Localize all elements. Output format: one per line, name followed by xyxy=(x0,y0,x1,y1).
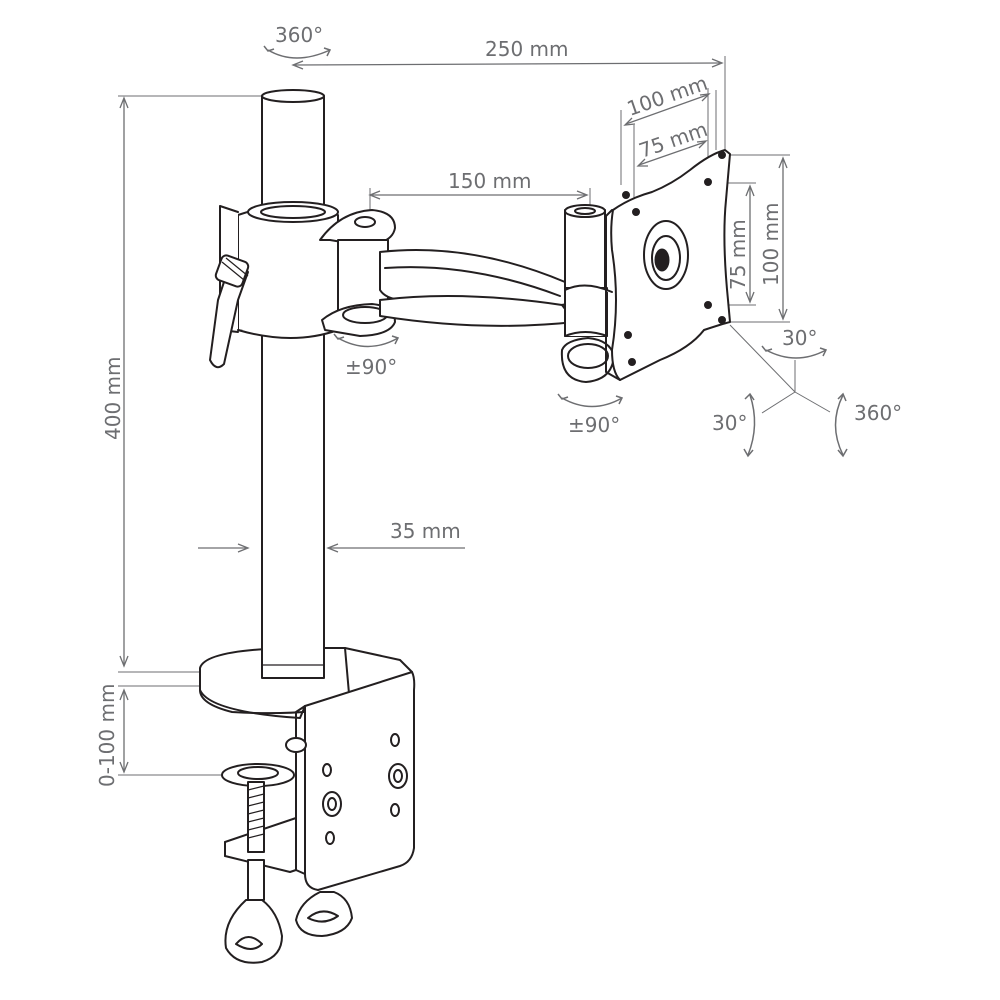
label-vesa-small-horizontal: 75 mm xyxy=(636,117,711,163)
label-head-tilt: 30° xyxy=(712,411,747,435)
label-head-rotate: 360° xyxy=(854,401,902,425)
dimension-labels: 250 mm 400 mm 35 mm 150 mm 0-100 mm 100 … xyxy=(95,37,783,787)
label-pole-height: 400 mm xyxy=(101,357,125,441)
clamp-knob-right[interactable] xyxy=(295,891,353,937)
pole xyxy=(261,89,325,679)
vesa-hole xyxy=(628,358,636,366)
label-arm-reach: 250 mm xyxy=(485,37,569,61)
vesa-hole xyxy=(718,151,726,159)
label-vesa-large-horizontal: 100 mm xyxy=(624,71,711,121)
vesa-hole xyxy=(622,191,630,199)
vesa-hole xyxy=(624,331,632,339)
label-pole-diameter: 35 mm xyxy=(390,519,461,543)
vesa-plate xyxy=(605,149,731,381)
vesa-hole xyxy=(704,178,712,186)
vesa-hole xyxy=(718,316,726,324)
arm-segment xyxy=(379,249,586,327)
clamp-knob-left[interactable] xyxy=(224,899,283,964)
head-joint xyxy=(560,204,615,383)
label-vesa-large-vertical: 100 mm xyxy=(759,203,783,287)
label-vesa-small-vertical: 75 mm xyxy=(726,219,750,290)
height-lock-lever[interactable] xyxy=(209,254,250,369)
label-arm-joint-swivel: ±90° xyxy=(345,355,397,379)
rotation-indicators: 360° ±90° ±90° 30° 30° 360° xyxy=(263,23,902,458)
vesa-hole xyxy=(704,301,712,309)
vesa-hole xyxy=(632,208,640,216)
label-arm-segment: 150 mm xyxy=(448,169,532,193)
label-clamp-range: 0-100 mm xyxy=(95,684,119,787)
desk-clamp xyxy=(199,647,416,964)
label-head-pan: 30° xyxy=(782,326,817,350)
label-pole-swivel: 360° xyxy=(275,23,323,47)
label-head-joint-swivel: ±90° xyxy=(568,413,620,437)
